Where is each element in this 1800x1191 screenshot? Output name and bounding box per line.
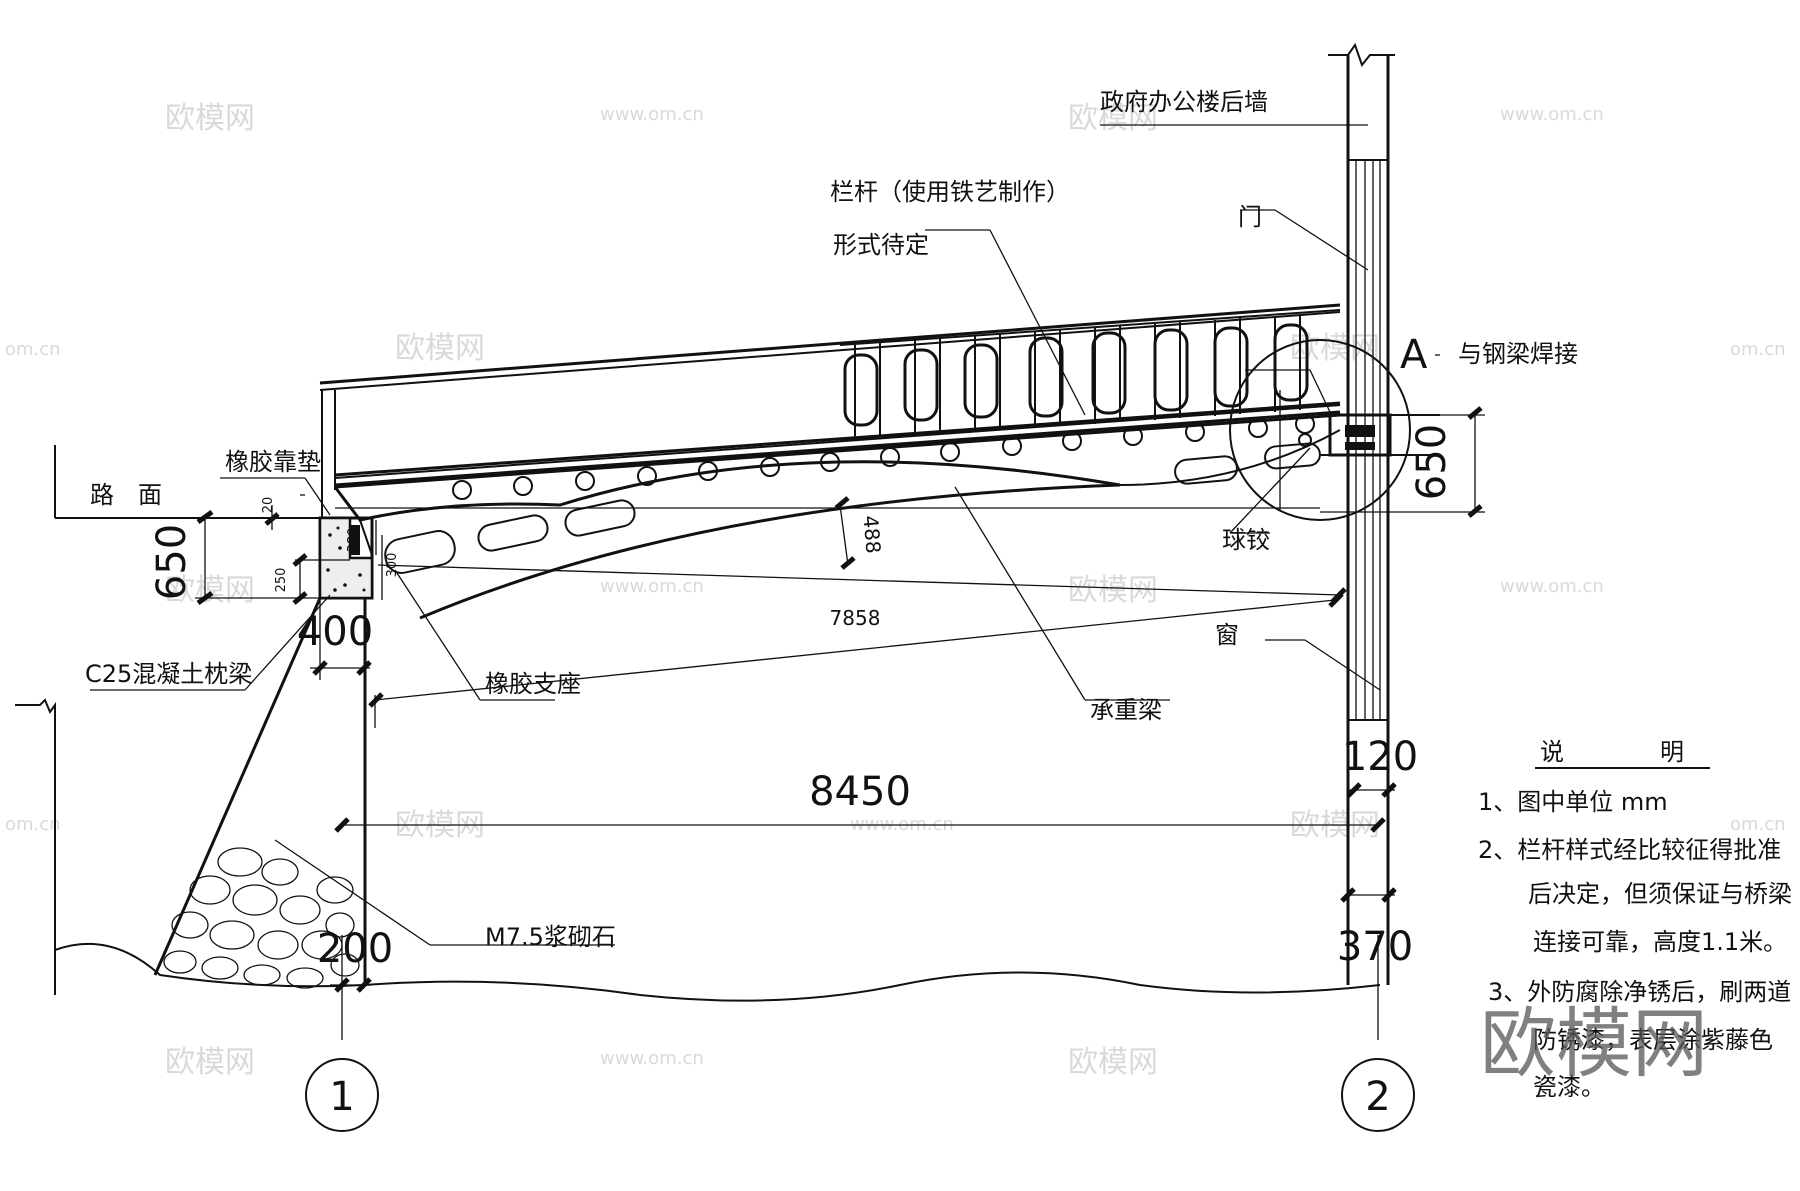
web-opening bbox=[1174, 455, 1238, 485]
watermark-brand: 欧模网 bbox=[165, 573, 255, 608]
dim-370: 370 bbox=[1337, 924, 1413, 970]
note-line: 1、图中单位 mm bbox=[1478, 788, 1668, 816]
label-back-wall: 政府办公楼后墙 bbox=[1100, 88, 1268, 116]
label-window: 窗 bbox=[1215, 621, 1239, 649]
label-railing-line2: 形式待定 bbox=[833, 231, 929, 259]
dim-7858-line bbox=[374, 599, 1336, 701]
beam-top-chord bbox=[334, 413, 1341, 489]
watermark-url: www.om.cn bbox=[600, 576, 704, 597]
label-ball-hinge: 球铰 bbox=[1222, 526, 1270, 554]
label-concrete-beam: C25混凝土枕梁 bbox=[85, 660, 252, 688]
beam-arch-curve bbox=[419, 483, 1121, 620]
railing bbox=[319, 303, 1341, 518]
label-weld: 与钢梁焊接 bbox=[1458, 340, 1578, 368]
ground-break-line bbox=[15, 698, 56, 995]
dim-20: 20 bbox=[261, 497, 276, 514]
detail-a-circle bbox=[1229, 339, 1411, 521]
weld-bolt bbox=[1345, 425, 1375, 437]
dim-488: 488 bbox=[858, 514, 885, 554]
note-line: 连接可靠，高度1.1米。 bbox=[1533, 928, 1787, 956]
watermark-url-short: om.cn bbox=[1730, 339, 1786, 360]
building-wall bbox=[1328, 42, 1395, 985]
note-line: 2、栏杆样式经比较征得批准 bbox=[1478, 836, 1781, 864]
watermark-brand: 欧模网 bbox=[1290, 331, 1380, 366]
watermark-brand: 欧模网 bbox=[1068, 1045, 1158, 1080]
dim-120: 120 bbox=[1342, 734, 1418, 780]
label-railing-line1: 栏杆（使用铁艺制作） bbox=[830, 178, 1070, 206]
watermark-big: 欧模网 bbox=[1480, 999, 1708, 1088]
rubber-pad-block bbox=[350, 525, 360, 555]
axis-lines: 1 2 bbox=[305, 935, 1415, 1132]
watermark-url: www.om.cn bbox=[1500, 576, 1604, 597]
web-opening bbox=[1264, 442, 1321, 470]
watermark-url-short: om.cn bbox=[1730, 814, 1786, 835]
axis-2-bubble bbox=[1341, 1058, 1415, 1132]
axis-1-label: 1 bbox=[329, 1074, 354, 1120]
dimension-lines bbox=[195, 406, 1485, 993]
dim-650-right: 650 bbox=[1409, 424, 1455, 500]
watermark-url-short: om.cn bbox=[5, 339, 61, 360]
connection-detail bbox=[1229, 339, 1440, 521]
label-road-surface: 路 面 bbox=[90, 481, 162, 509]
watermark-brand: 欧模网 bbox=[1068, 573, 1158, 608]
watermark-url: www.om.cn bbox=[1500, 104, 1604, 125]
notes-block: 说 明 1、图中单位 mm 2、栏杆样式经比较征得批准 后决定，但须保证与桥梁 … bbox=[1478, 738, 1792, 1101]
web-opening bbox=[477, 514, 549, 552]
axis-2-label: 2 bbox=[1365, 1074, 1390, 1120]
ornamental-panels bbox=[843, 314, 1309, 440]
weld-bolt bbox=[1345, 442, 1375, 450]
label-load-beam: 承重梁 bbox=[1090, 696, 1162, 724]
abutment bbox=[15, 445, 1381, 1002]
label-masonry: M7.5浆砌石 bbox=[485, 923, 616, 951]
note-line: 3、外防腐除净锈后，刷两道 bbox=[1488, 978, 1791, 1006]
wall-break-symbol bbox=[1328, 42, 1395, 68]
ball-hinge-symbol bbox=[1298, 433, 1312, 447]
panel-top-rail bbox=[839, 309, 1341, 346]
dim-200: 200 bbox=[317, 926, 393, 972]
beam-end-curve bbox=[1119, 429, 1341, 486]
railing-bottom-rail bbox=[334, 410, 1341, 487]
watermark-brand: 欧模网 bbox=[165, 1045, 255, 1080]
watermark-url: www.om.cn bbox=[600, 1048, 704, 1069]
watermark-url: www.om.cn bbox=[600, 104, 704, 125]
leaders bbox=[90, 124, 1440, 946]
rubble-stones bbox=[163, 847, 360, 989]
ground-line bbox=[54, 942, 1381, 1002]
handrail-top-inner bbox=[319, 311, 1341, 391]
masonry-slope-line bbox=[153, 597, 322, 976]
web-opening bbox=[384, 530, 456, 574]
dim-380: 380 bbox=[346, 528, 361, 553]
dim-250: 250 bbox=[274, 568, 289, 593]
rail-circles bbox=[452, 414, 1315, 500]
note-line: 防锈漆，表层涂紫藤色 bbox=[1533, 1026, 1773, 1054]
handrail-top bbox=[319, 303, 1341, 385]
panel-bottom-rail bbox=[839, 404, 1341, 441]
label-rubber-pad: 橡胶靠垫 bbox=[225, 448, 321, 476]
dim-8450: 8450 bbox=[809, 769, 911, 815]
watermark-brand: 欧模网 bbox=[395, 331, 485, 366]
dim-7858: 7858 bbox=[830, 606, 881, 630]
notes-title: 说 明 bbox=[1540, 738, 1684, 766]
dim-650: 650 bbox=[149, 524, 195, 600]
axis-1-bubble bbox=[305, 1058, 379, 1132]
note-line: 后决定，但须保证与桥梁 bbox=[1528, 880, 1792, 908]
watermark-brand: 欧模网 bbox=[165, 101, 255, 136]
web-opening bbox=[564, 499, 636, 537]
watermark-url-short: om.cn bbox=[5, 814, 61, 835]
watermark-brand: 欧模网 bbox=[1068, 101, 1158, 136]
note-line: 瓷漆。 bbox=[1533, 1073, 1605, 1101]
label-rubber-bearing: 橡胶支座 bbox=[485, 670, 581, 698]
dim-400: 400 bbox=[297, 609, 373, 655]
deck-line bbox=[334, 401, 1341, 477]
label-door: 门 bbox=[1238, 203, 1262, 231]
beam-bottom-curve bbox=[333, 460, 1121, 522]
watermark-layer: 欧模网 www.om.cn 欧模网 www.om.cn om.cn 欧模网 欧模… bbox=[5, 101, 1786, 1080]
bridge-beam bbox=[333, 401, 1341, 620]
label-detail-a: A bbox=[1400, 332, 1428, 378]
bearing-line bbox=[359, 519, 373, 556]
